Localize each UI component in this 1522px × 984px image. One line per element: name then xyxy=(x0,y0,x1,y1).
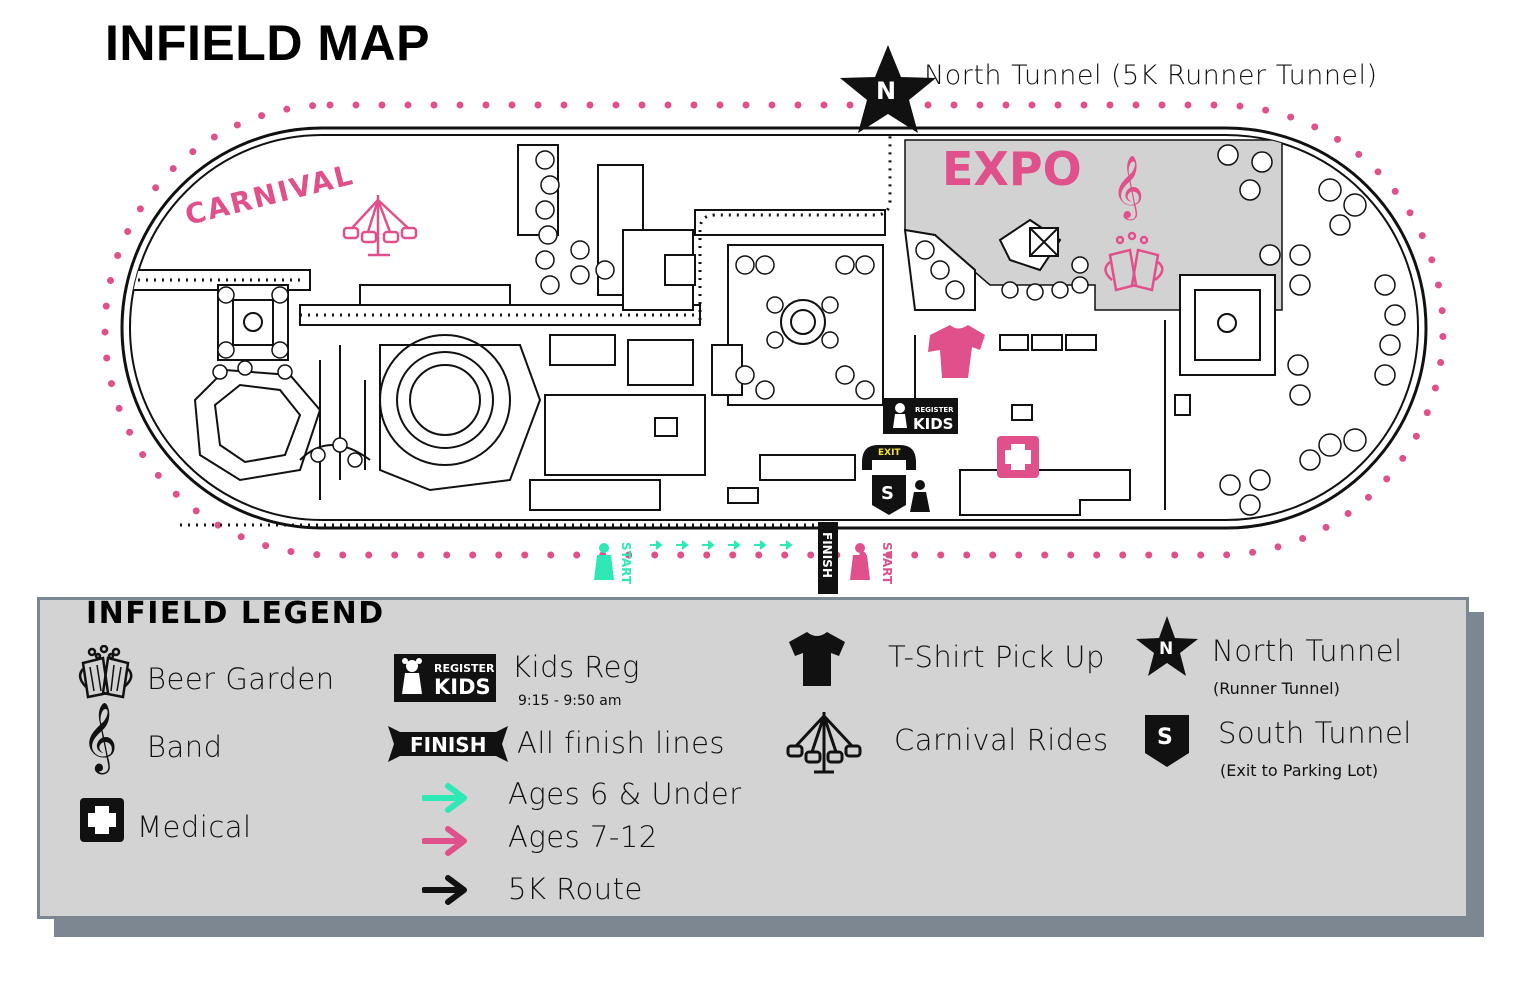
legend-south-tunnel-sub: (Exit to Parking Lot) xyxy=(1220,761,1379,780)
svg-text:START: START xyxy=(880,542,894,585)
black-arrow-icon xyxy=(422,875,467,905)
north-tunnel-label: North Tunnel (5K Runner Tunnel) xyxy=(924,60,1378,91)
medical-icon-map xyxy=(997,436,1039,478)
medical-icon xyxy=(80,798,124,842)
svg-text:KIDS: KIDS xyxy=(434,675,491,699)
register-kids-icon: REGISTER KIDS xyxy=(394,654,496,702)
expo-label: EXPO xyxy=(942,142,1082,196)
legend-kids-reg: Kids Reg xyxy=(512,650,640,684)
finish-badge-icon: FINISH xyxy=(388,726,508,762)
legend-carnival-rides: Carnival Rides xyxy=(894,723,1109,757)
route-ages-7-12 xyxy=(101,101,1447,559)
svg-text:N: N xyxy=(1159,639,1173,659)
legend-tshirt: T-Shirt Pick Up xyxy=(888,640,1105,674)
legend-band: Band xyxy=(147,730,223,764)
teal-arrow-icon xyxy=(422,783,467,813)
svg-text:START: START xyxy=(619,542,633,585)
legend-5k-route: 5K Route xyxy=(508,872,643,906)
band-icon-map: 𝄞 xyxy=(1112,155,1144,221)
tshirt-icon xyxy=(789,632,845,686)
legend-north-tunnel-sub: (Runner Tunnel) xyxy=(1213,679,1340,698)
beer-garden-icon-map xyxy=(1104,231,1164,292)
south-tunnel-icon: S xyxy=(1145,715,1189,767)
tshirt-icon-map xyxy=(928,325,985,378)
legend-south-tunnel: South Tunnel xyxy=(1218,716,1412,750)
svg-text:S: S xyxy=(881,483,894,504)
infield-map: CARNIVAL EXPO 𝄞 REGISTER KIDS EXIT xyxy=(101,45,1447,594)
svg-text:FINISH: FINISH xyxy=(820,532,834,578)
north-tunnel-star: N xyxy=(840,45,936,133)
legend-title: INFIELD LEGEND xyxy=(86,596,385,631)
finish-line-map: FINISH xyxy=(818,522,838,594)
start-ages-6-under: START xyxy=(594,540,793,585)
svg-text:KIDS: KIDS xyxy=(913,415,953,433)
legend-ages-6-under: Ages 6 & Under xyxy=(508,777,742,811)
legend-kids-reg-time: 9:15 - 9:50 am xyxy=(518,693,622,709)
north-star-icon: N xyxy=(1136,616,1198,676)
svg-text:REGISTER: REGISTER xyxy=(915,406,954,414)
legend-beer-garden: Beer Garden xyxy=(147,662,335,696)
register-kids-badge-map: REGISTER KIDS xyxy=(883,398,958,434)
legend-panel xyxy=(37,597,1469,919)
legend-finish-lines: All finish lines xyxy=(517,726,726,760)
legend-north-tunnel: North Tunnel xyxy=(1212,634,1403,668)
legend-ages-7-12: Ages 7-12 xyxy=(508,820,658,854)
page-title: INFIELD MAP xyxy=(105,15,430,71)
band-icon: 𝄞 xyxy=(82,702,118,772)
svg-text:REGISTER: REGISTER xyxy=(434,662,495,675)
svg-text:FINISH: FINISH xyxy=(410,733,486,757)
carnival-rides-icon xyxy=(786,712,862,774)
legend-medical: Medical xyxy=(137,810,252,844)
pink-arrow-icon xyxy=(422,826,467,856)
svg-text:N: N xyxy=(876,77,896,105)
svg-text:EXIT: EXIT xyxy=(878,448,901,458)
svg-text:S: S xyxy=(1157,725,1173,750)
trees xyxy=(212,144,1406,516)
start-ages-7-12: START xyxy=(850,542,894,585)
south-tunnel-exit: EXIT S xyxy=(862,445,930,515)
carnival-ride-icon xyxy=(342,195,418,257)
beer-garden-icon xyxy=(78,645,133,699)
